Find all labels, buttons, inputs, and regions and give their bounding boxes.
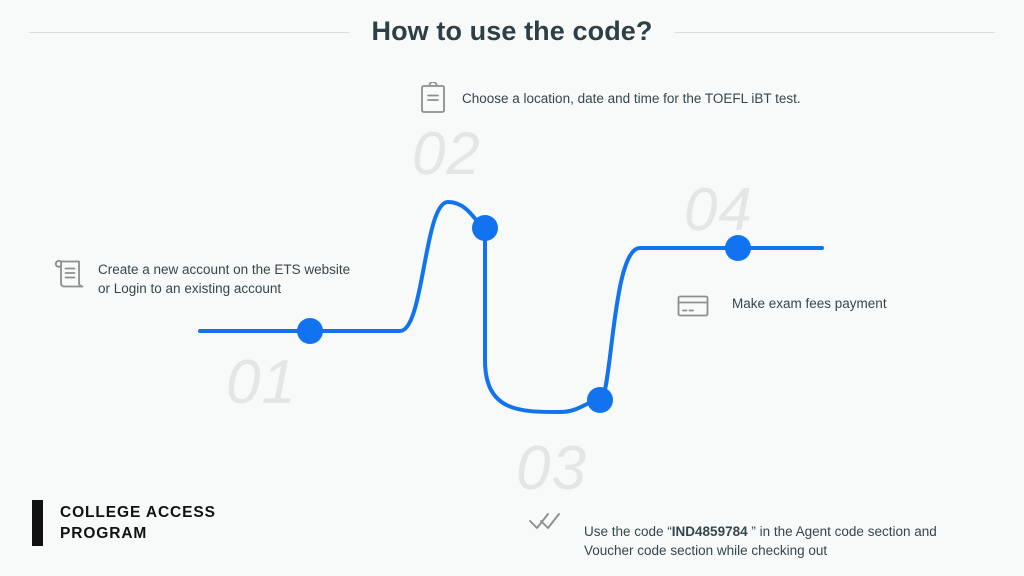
step-3-text-before: Use the code “ <box>584 524 672 539</box>
header-rule-right <box>674 31 995 33</box>
step-item-4: Make exam fees payment <box>676 288 887 324</box>
step-number-03: 03 <box>516 434 587 503</box>
step-text-1: Create a new account on the ETS website … <box>98 262 351 296</box>
header: How to use the code? <box>0 10 1024 54</box>
page-title: How to use the code? <box>371 15 653 46</box>
step-number-04: 04 <box>684 176 753 243</box>
brand-logo: COLLEGE ACCESS PROGRAM <box>32 500 216 546</box>
clipboard-icon <box>416 80 450 116</box>
flow-node-1 <box>297 318 323 344</box>
agent-code-value: IND4859784 <box>671 524 752 539</box>
credit-card-icon <box>676 288 710 324</box>
step-text-4: Make exam fees payment <box>732 296 887 311</box>
header-rule-left <box>29 31 350 33</box>
step-item-2: Choose a location, date and time for the… <box>416 80 801 116</box>
flow-node-3 <box>587 387 613 413</box>
double-check-icon <box>528 503 562 539</box>
flow-node-2 <box>472 215 498 241</box>
step-3-text-after: ” in the Agent code section and Voucher … <box>584 524 937 558</box>
step-text-3: Use the code “IND4859784 ” in the Agent … <box>574 503 937 560</box>
step-item-3: Use the code “IND4859784 ” in the Agent … <box>528 503 937 560</box>
step-item-1: Create a new account on the ETS website … <box>52 256 350 298</box>
logo-bar-icon <box>32 500 43 546</box>
logo-text: COLLEGE ACCESS PROGRAM <box>60 504 216 542</box>
step-number-01: 01 <box>226 348 297 417</box>
step-number-02: 02 <box>412 120 481 187</box>
scroll-document-icon <box>52 256 86 292</box>
step-text-2: Choose a location, date and time for the… <box>462 91 801 106</box>
